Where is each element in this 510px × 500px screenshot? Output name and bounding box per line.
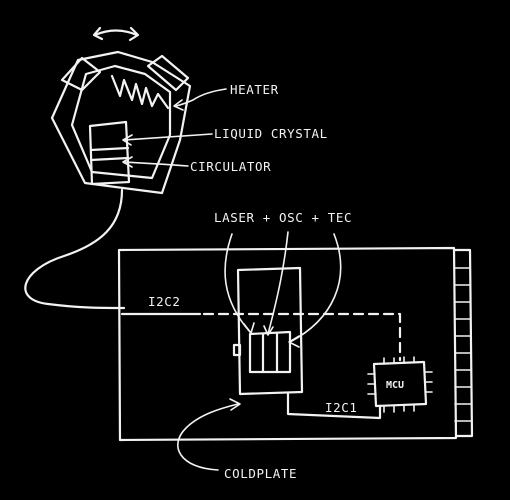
- module-connector: [234, 345, 240, 355]
- coldplate-pointer: [178, 399, 240, 470]
- i2c2-bus: [122, 314, 400, 360]
- i2c1-label: I2C1: [325, 400, 358, 415]
- laser-osc-tec-label: LASER + OSC + TEC: [214, 210, 352, 225]
- rotation-arrow-icon: [94, 28, 138, 40]
- liquid-crystal-label: LIQUID CRYSTAL: [214, 126, 328, 141]
- i2c2-label: I2C2: [148, 294, 181, 309]
- heater-pointer: [174, 89, 226, 110]
- heater-element: [112, 76, 168, 108]
- mcu-label: MCU: [386, 380, 404, 391]
- connecting-cable: [25, 190, 124, 308]
- heater-label: HEATER: [230, 82, 279, 97]
- coldplate-label: COLDPLATE: [224, 466, 297, 481]
- circulator-pointer: [123, 157, 188, 167]
- circulator-label: CIRCULATOR: [190, 159, 271, 174]
- laser-osc-tec-cells: [250, 332, 290, 372]
